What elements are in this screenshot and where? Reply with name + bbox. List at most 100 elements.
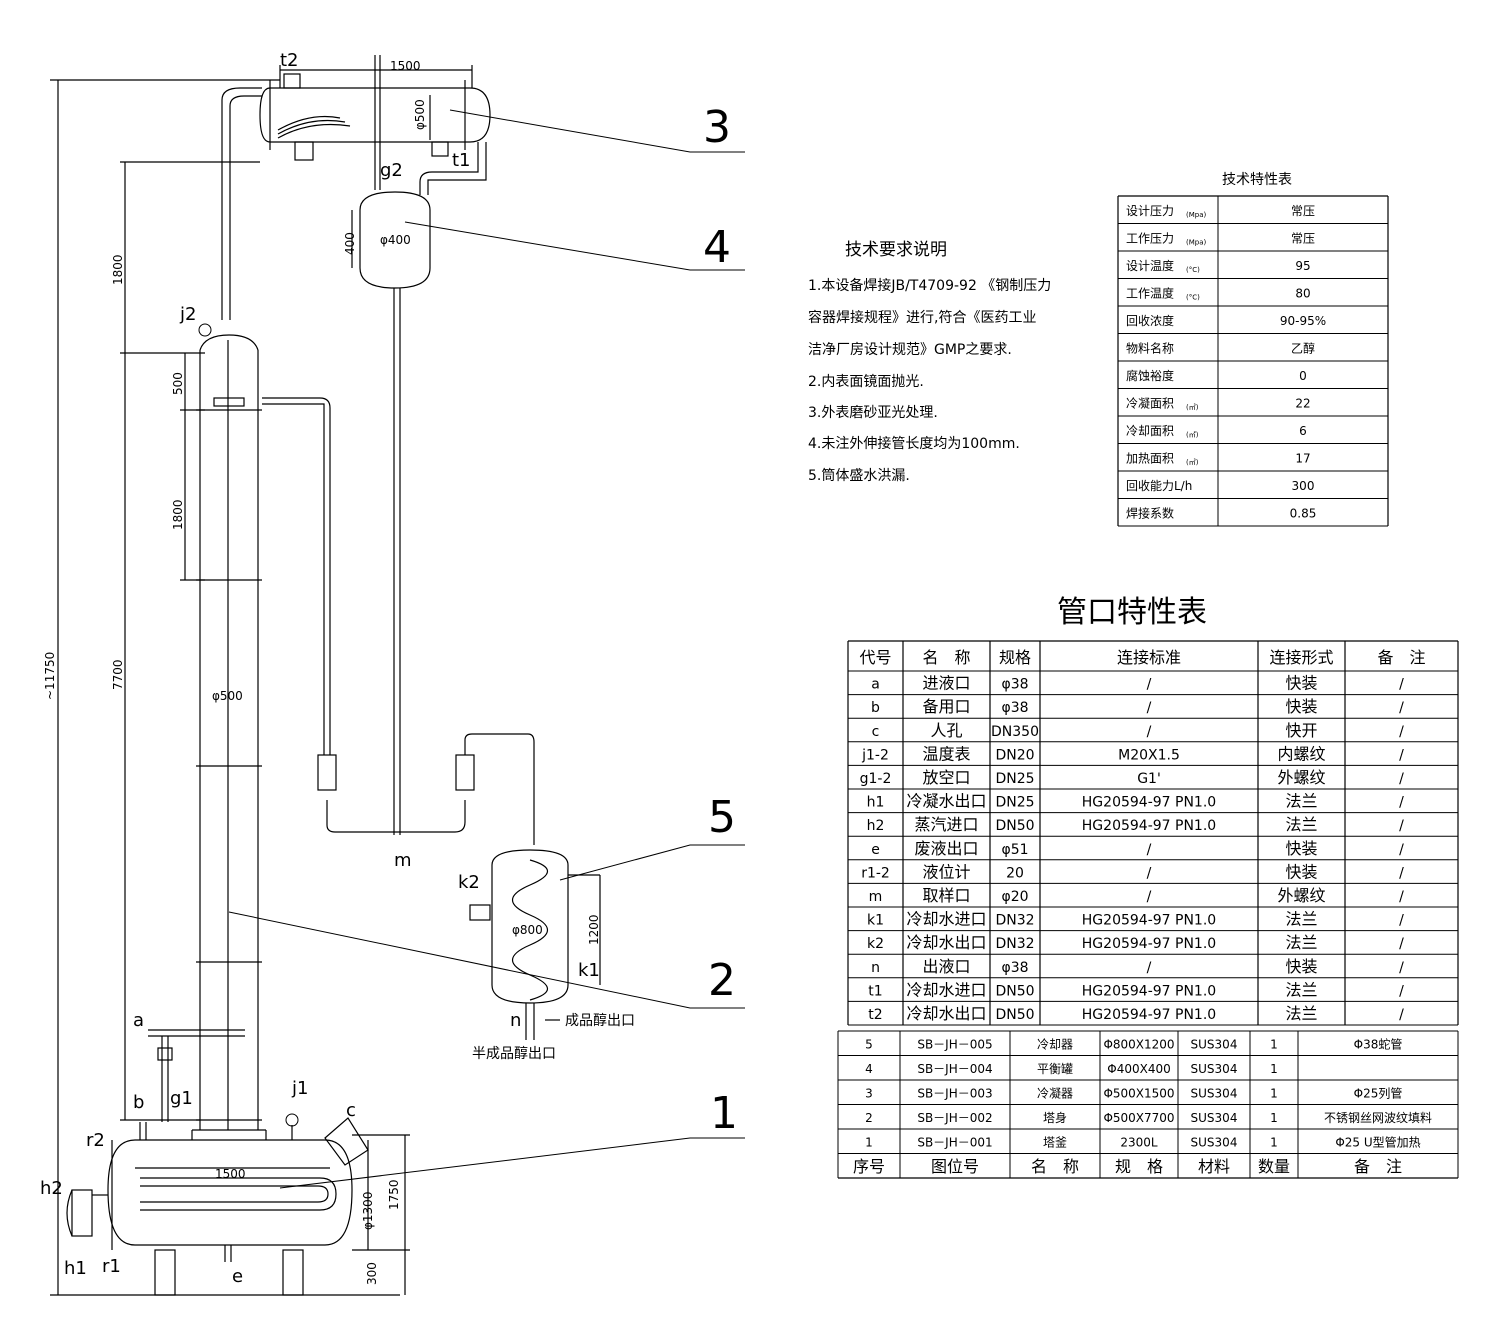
- product-outlet-label: 成品醇出口: [565, 1012, 635, 1029]
- parts-list-cell: SB－JH－004: [917, 1062, 992, 1076]
- dim-overall-height: ~11750: [43, 652, 57, 700]
- nozzle-table-cell: 取样口: [922, 886, 970, 905]
- nozzle-table-cell: e: [871, 842, 880, 858]
- nozzle-table-cell: n: [871, 960, 880, 976]
- parts-list-cell: 2: [865, 1111, 873, 1125]
- nozzle-table-cell: /: [1399, 983, 1404, 999]
- nozzle-table-cell: 温度表: [922, 744, 970, 763]
- nozzle-label-t1: t1: [452, 150, 471, 171]
- spec-value: 常压: [1291, 232, 1315, 246]
- nozzle-label-b: b: [133, 1092, 144, 1113]
- spec-table-title: 技术特性表: [1222, 172, 1292, 188]
- spec-name: 物料名称: [1126, 341, 1174, 356]
- nozzle-table-cell: 冷凝水出口: [906, 792, 986, 811]
- nozzle-table-header: 规格: [999, 648, 1031, 667]
- parts-list-cell: SB－JH－003: [917, 1087, 992, 1101]
- nozzle-label-r1: r1: [102, 1256, 121, 1277]
- nozzle-table-cell: 冷却水出口: [906, 933, 986, 952]
- dim-condenser-dia: φ500: [413, 99, 427, 130]
- nozzle-table-cell: 蒸汽进口: [914, 815, 978, 834]
- callout-5: 5: [708, 792, 736, 843]
- nozzle-table-cell: φ20: [1001, 889, 1028, 905]
- spec-name: 回收浓度: [1126, 313, 1174, 328]
- nozzle-label-j1: j1: [291, 1078, 308, 1099]
- nozzle-table-cell: g1-2: [860, 771, 892, 787]
- nozzle-table-header: 名 称: [922, 648, 970, 667]
- nozzle-table-title: 管口特性表: [1057, 595, 1207, 630]
- tech-req-line: 容器焊接规程》进行,符合《医药工业: [808, 309, 1036, 326]
- nozzle-table-cell: 备用口: [922, 697, 970, 716]
- nozzle-table-cell: 法兰: [1285, 792, 1317, 811]
- nozzle-table-cell: DN50: [995, 1007, 1034, 1023]
- nozzle-table-cell: 法兰: [1285, 910, 1317, 929]
- nozzle-table-cell: DN32: [995, 936, 1034, 952]
- nozzle-table-cell: 冷却水进口: [906, 910, 986, 929]
- nozzle-table-cell: /: [1399, 960, 1404, 976]
- nozzle-table-cell: 液位计: [922, 862, 970, 881]
- spec-unit: (㎡): [1186, 404, 1199, 412]
- dim-leg-height: 300: [365, 1262, 379, 1285]
- parts-list-header: 备 注: [1354, 1157, 1402, 1176]
- parts-list-cell: 1: [865, 1136, 873, 1150]
- dim-cooler-dia: φ800: [512, 923, 543, 937]
- nozzle-table-cell: HG20594-97 PN1.0: [1082, 795, 1216, 811]
- parts-list-cell: 1: [1270, 1136, 1278, 1150]
- spec-value: 17: [1295, 452, 1310, 466]
- nozzle-table-cell: b: [871, 700, 880, 716]
- spec-unit: (Mpa): [1186, 211, 1207, 219]
- callout-1: 1: [710, 1088, 738, 1139]
- nozzle-table-cell: 快装: [1285, 674, 1317, 693]
- spec-unit: (㎡): [1186, 431, 1199, 439]
- parts-list-cell: Φ500X7700: [1103, 1111, 1174, 1125]
- nozzle-table-cell: 快装: [1285, 957, 1317, 976]
- semi-product-outlet-label: 半成品醇出口: [472, 1045, 556, 1062]
- nozzle-table-cell: /: [1399, 842, 1404, 858]
- nozzle-table-cell: φ38: [1001, 960, 1028, 976]
- callout-leaders: [228, 109, 745, 1189]
- spec-name: 设计压力: [1126, 204, 1174, 218]
- nozzle-table-cell: /: [1399, 936, 1404, 952]
- nozzle-table-cell: DN32: [995, 913, 1034, 929]
- nozzle-table-cell: /: [1147, 960, 1152, 976]
- parts-list-cell: Φ25 U型管加热: [1335, 1135, 1420, 1150]
- nozzle-table-cell: 快装: [1285, 839, 1317, 858]
- nozzle-table-cell: /: [1399, 700, 1404, 716]
- nozzle-table-cell: 冷却水进口: [906, 980, 986, 999]
- nozzle-table-cell: /: [1147, 677, 1152, 693]
- spec-unit: (°C): [1186, 294, 1200, 302]
- nozzle-table-cell: 法兰: [1285, 933, 1317, 952]
- nozzle-table-cell: /: [1399, 1007, 1404, 1023]
- nozzle-labels: t2 t1 g2 j2 m k2 k1 n a b g1 j1 c r2 h2 …: [40, 50, 600, 1287]
- nozzle-table-cell: 法兰: [1285, 815, 1317, 834]
- nozzle-table-cell: /: [1399, 865, 1404, 881]
- dim-cooler-height: 1200: [587, 914, 601, 945]
- spec-name: 工作温度: [1126, 286, 1174, 301]
- nozzle-table-cell: 冷却水出口: [906, 1004, 986, 1023]
- dim-balance-tank-height: 400: [343, 232, 357, 255]
- parts-list-cell: SUS304: [1191, 1038, 1238, 1052]
- spec-name: 设计温度: [1126, 258, 1174, 273]
- nozzle-table-cell: HG20594-97 PN1.0: [1082, 936, 1216, 952]
- nozzle-table-cell: r1-2: [861, 865, 890, 881]
- nozzle-table-cell: DN350: [991, 724, 1039, 740]
- nozzle-table-cell: /: [1399, 747, 1404, 763]
- spec-unit: (Mpa): [1186, 239, 1207, 247]
- tech-requirements: 技术要求说明 1.本设备焊接JB/T4709-92 《钢制压力 容器焊接规程》进…: [808, 240, 1051, 484]
- spec-value: 300: [1292, 479, 1315, 493]
- spec-name: 工作压力: [1126, 232, 1174, 246]
- spec-unit: (㎡): [1186, 459, 1199, 467]
- nozzle-label-g2: g2: [380, 160, 403, 181]
- nozzle-label-a: a: [133, 1010, 144, 1031]
- nozzle-table-cell: c: [872, 724, 880, 740]
- parts-list-cell: SB－JH－005: [917, 1038, 992, 1052]
- parts-list-cell: 3: [865, 1087, 873, 1101]
- nozzle-table-cell: t2: [868, 1007, 882, 1023]
- callout-numbers: 3 4 5 2 1: [703, 102, 738, 1139]
- parts-list-cell: 冷凝器: [1037, 1086, 1073, 1101]
- nozzle-table-cell: 20: [1006, 865, 1024, 881]
- nozzle-label-g1: g1: [170, 1088, 193, 1109]
- nozzle-table-cell: /: [1399, 795, 1404, 811]
- dim-kettle-length: 1500: [215, 1167, 246, 1181]
- nozzle-table-cell: DN50: [995, 983, 1034, 999]
